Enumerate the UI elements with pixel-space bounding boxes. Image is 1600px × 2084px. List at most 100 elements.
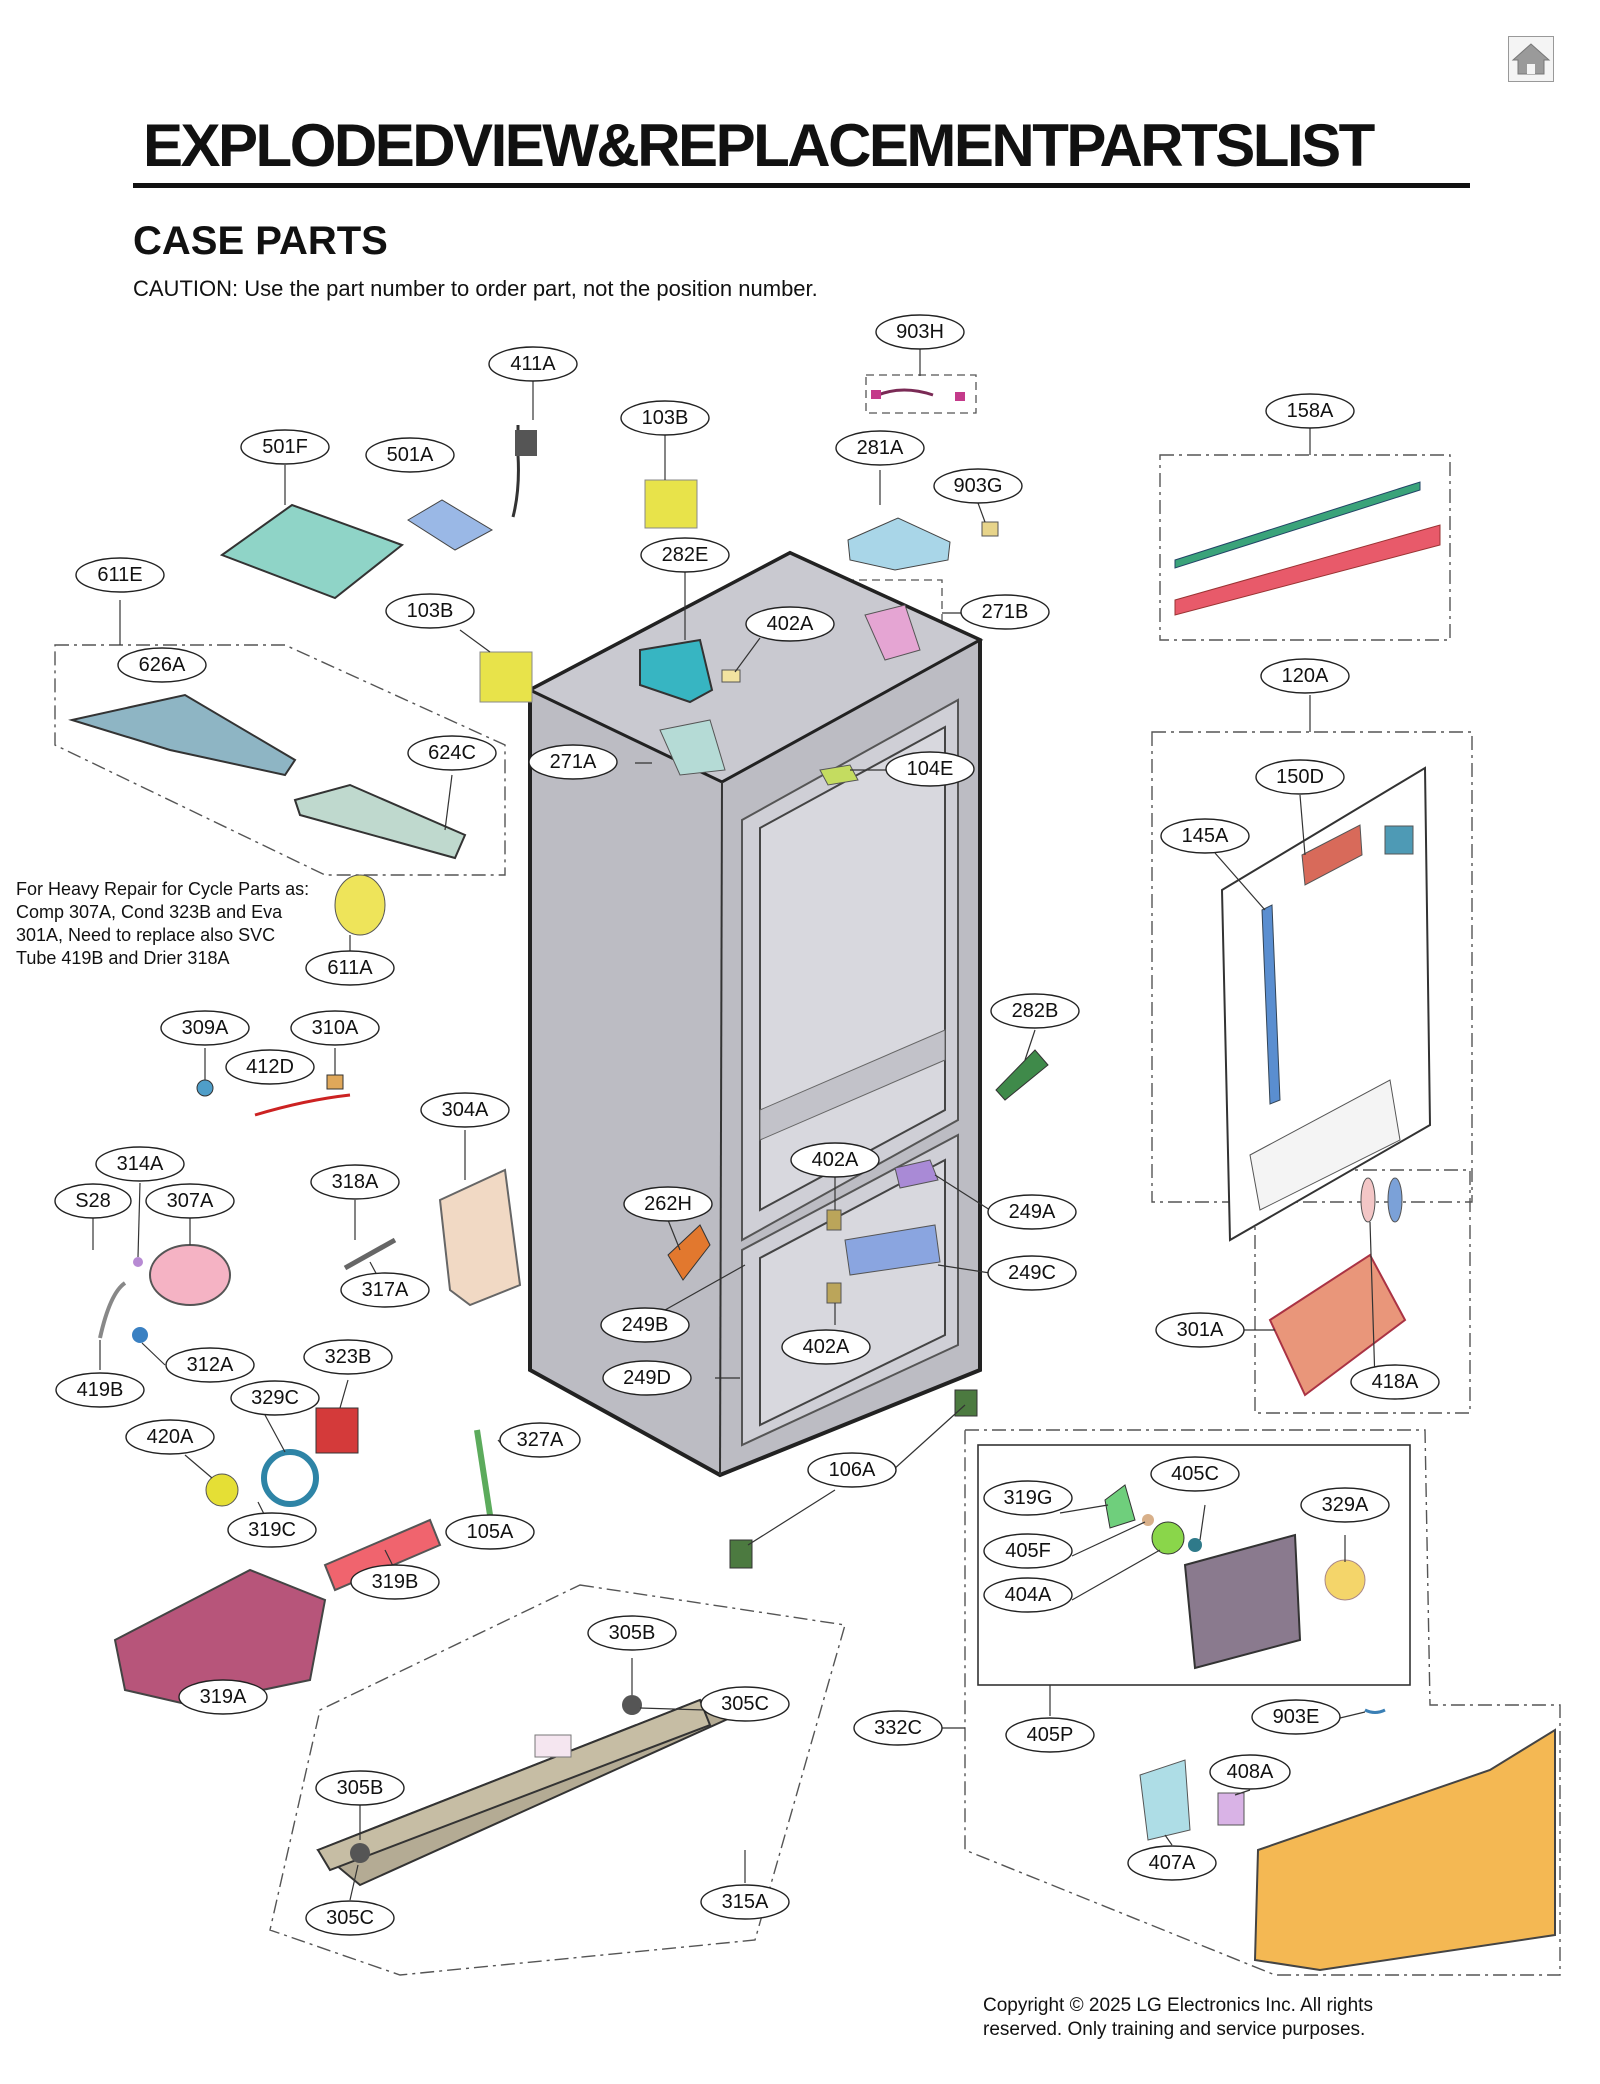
svg-text:106A: 106A [829, 1459, 876, 1481]
svg-text:327A: 327A [517, 1429, 564, 1451]
callout-271a: 271A [528, 744, 618, 780]
svg-text:120A: 120A [1282, 665, 1329, 687]
svg-text:104E: 104E [907, 758, 954, 780]
callout-323b: 323B [303, 1339, 393, 1375]
evaporator-301a [1268, 1253, 1407, 1397]
sensor-pad-icon [1384, 825, 1414, 855]
svg-text:103B: 103B [642, 407, 689, 429]
part-314a [133, 1257, 143, 1267]
part-309a [196, 1079, 214, 1097]
cover-281a [847, 517, 951, 571]
svg-text:412D: 412D [246, 1056, 294, 1078]
part-319g [1104, 1484, 1136, 1529]
callout-404a: 404A [983, 1577, 1073, 1613]
copyright-text: Copyright © 2025 LG Electronics Inc. All… [983, 1995, 1373, 2040]
svg-text:103B: 103B [407, 600, 454, 622]
callout-407a: 407A [1127, 1845, 1217, 1881]
refrigerator-cabinet [526, 550, 984, 1478]
callout-103b-top: 103B [620, 400, 710, 436]
callout-271b: 271B [960, 594, 1050, 630]
svg-text:319G: 319G [1004, 1487, 1053, 1509]
wire-harness-903h [877, 388, 934, 397]
callout-402a-low: 402A [781, 1329, 871, 1365]
hinge-282b [995, 1049, 1049, 1101]
callout-420a: 420A [125, 1419, 215, 1455]
fan-motor-323b [315, 1407, 359, 1454]
callout-411a: 411A [488, 346, 578, 382]
connector-icon [955, 392, 965, 401]
leveler-106a-top [954, 1389, 978, 1417]
callout-145a: 145A [1160, 818, 1250, 854]
callout-408a: 408A [1209, 1754, 1291, 1790]
svg-text:145A: 145A [1182, 825, 1229, 847]
callout-310a: 310A [290, 1010, 380, 1046]
svg-text:305C: 305C [721, 1693, 769, 1715]
sensor-903e [1364, 1708, 1386, 1714]
svg-text:319B: 319B [372, 1571, 419, 1593]
callout-903h: 903H [875, 314, 965, 350]
callout-903g: 903G [933, 468, 1023, 504]
svg-text:282E: 282E [662, 544, 709, 566]
callout-106a: 106A [807, 1452, 897, 1488]
part-305b-top [622, 1695, 642, 1715]
home-button[interactable] [1508, 36, 1554, 82]
duct-cover-icon [1249, 1079, 1401, 1211]
shroud-405p [1183, 1533, 1302, 1670]
callout-249b: 249B [600, 1307, 690, 1343]
home-icon [1511, 43, 1551, 75]
callout-624c: 624C [407, 735, 497, 771]
fan-420a [205, 1473, 239, 1507]
svg-text:418A: 418A [1372, 1371, 1419, 1393]
svg-text:329C: 329C [251, 1387, 299, 1409]
svg-text:408A: 408A [1227, 1761, 1274, 1783]
callout-105a: 105A [445, 1514, 535, 1550]
leveler-106a-low [729, 1539, 753, 1569]
part-405f [1142, 1514, 1154, 1526]
svg-text:305C: 305C [326, 1907, 374, 1929]
part-310a [326, 1074, 344, 1090]
callout-402a-top: 402A [745, 606, 835, 642]
callout-329a: 329A [1300, 1487, 1390, 1523]
svg-text:405C: 405C [1171, 1463, 1219, 1485]
callout-305c-top: 305C [700, 1686, 790, 1722]
svg-text:419B: 419B [77, 1379, 124, 1401]
callout-312a: 312A [165, 1347, 255, 1383]
svg-text:402A: 402A [812, 1149, 859, 1171]
group-301a [1254, 1169, 1471, 1414]
callout-318a: 318A [310, 1164, 400, 1200]
cover-103b-mid [479, 651, 533, 703]
svg-text:317A: 317A [362, 1279, 409, 1301]
callout-249a: 249A [987, 1194, 1077, 1230]
group-315a [269, 1584, 846, 1976]
svg-text:405P: 405P [1027, 1724, 1074, 1746]
callout-281a: 281A [835, 430, 925, 466]
svg-text:281A: 281A [857, 437, 904, 459]
svg-text:305B: 305B [609, 1622, 656, 1644]
heater-150d [1301, 824, 1363, 886]
part-105a [474, 1429, 493, 1516]
callout-626a: 626A [117, 647, 207, 683]
svg-text:249C: 249C [1008, 1262, 1056, 1284]
group-158a [1159, 454, 1451, 641]
title-divider [133, 183, 1470, 188]
cover-104e [819, 764, 859, 786]
svg-text:262H: 262H [644, 1193, 692, 1215]
callout-319a: 319A [178, 1679, 268, 1715]
callout-158a: 158A [1265, 393, 1355, 429]
group-120a [1151, 731, 1473, 1203]
svg-text:282B: 282B [1012, 1000, 1059, 1022]
callout-120a: 120A [1260, 658, 1350, 694]
svg-text:626A: 626A [139, 654, 186, 676]
hinge-271b [864, 604, 921, 661]
callout-104e: 104E [885, 751, 975, 787]
cover-332c [1253, 1728, 1556, 1972]
motor-404a [1151, 1521, 1185, 1555]
svg-text:249D: 249D [623, 1367, 671, 1389]
svg-text:105A: 105A [467, 1521, 514, 1543]
harness-412d [254, 1093, 351, 1117]
callout-s28: S28 [54, 1183, 132, 1219]
strip-158a-green [1174, 481, 1421, 569]
cover-319a [113, 1568, 327, 1707]
callout-412d: 412D [225, 1049, 315, 1085]
